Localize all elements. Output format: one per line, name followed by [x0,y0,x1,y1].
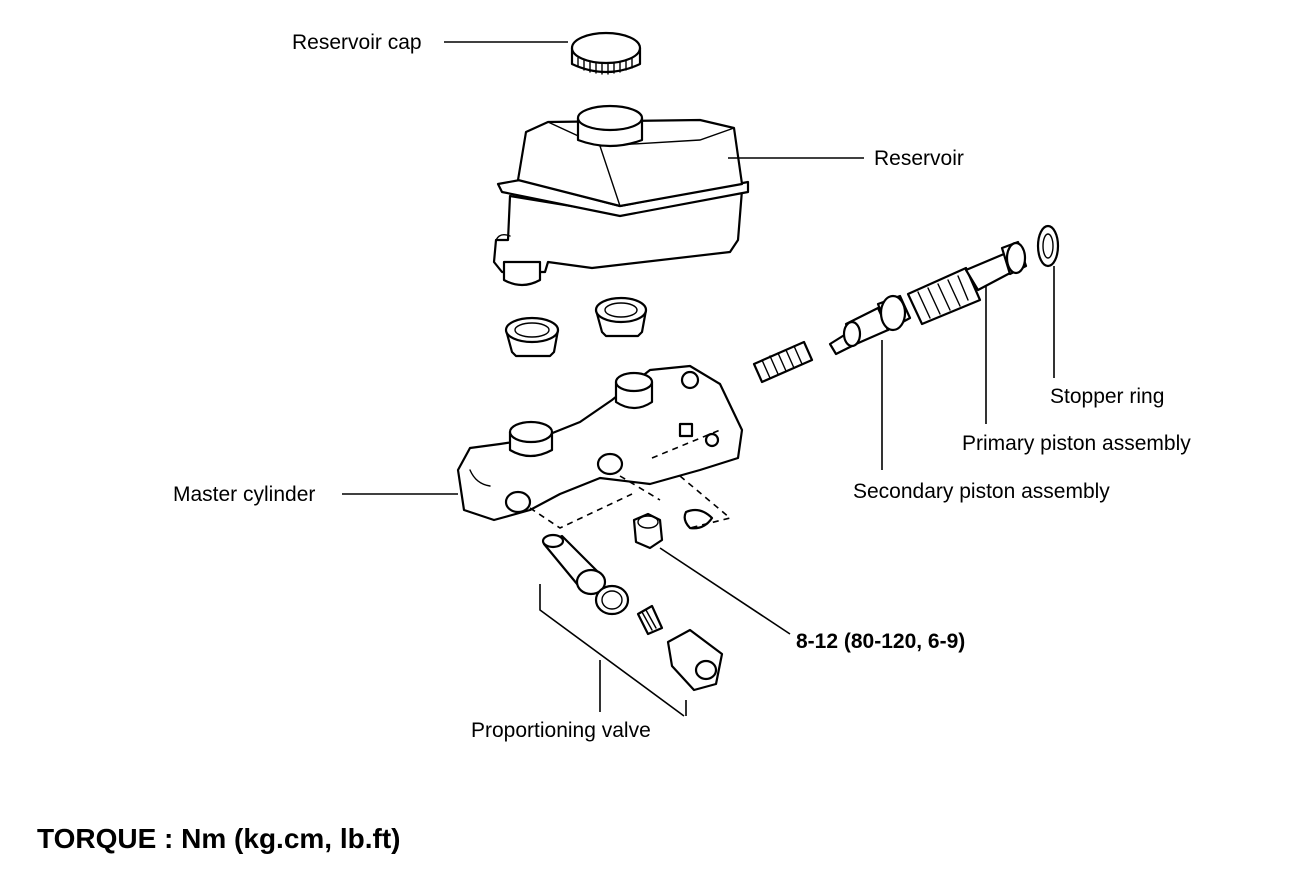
leader-lines [342,41,1055,717]
reservoir-part [492,104,750,287]
clip-part [683,508,714,530]
master-cylinder-body-part [456,364,744,522]
proportioning-valve-label: Proportioning valve [471,719,651,742]
secondary-piston-label: Secondary piston assembly [853,480,1110,503]
proportioning-valve-part [541,533,724,692]
fitting-nut-part [632,512,664,550]
reservoir-cap-label: Reservoir cap [292,31,422,54]
torque-units-footer: TORQUE : Nm (kg.cm, lb.ft) [37,823,401,854]
primary-piston-part [906,240,1028,326]
reservoir-cap-part [570,31,642,75]
stopper-ring-label: Stopper ring [1050,385,1164,408]
grommet-left-part [504,316,560,358]
secondary-spring-part [752,340,814,384]
torque-value-label: 8-12 (80-120, 6-9) [796,630,965,653]
grommet-right-part [594,296,648,338]
stopper-ring-part [1036,224,1060,268]
master-cylinder-label: Master cylinder [173,483,315,506]
primary-piston-label: Primary piston assembly [962,432,1191,455]
secondary-piston-part [828,294,912,356]
reservoir-label: Reservoir [874,147,964,170]
